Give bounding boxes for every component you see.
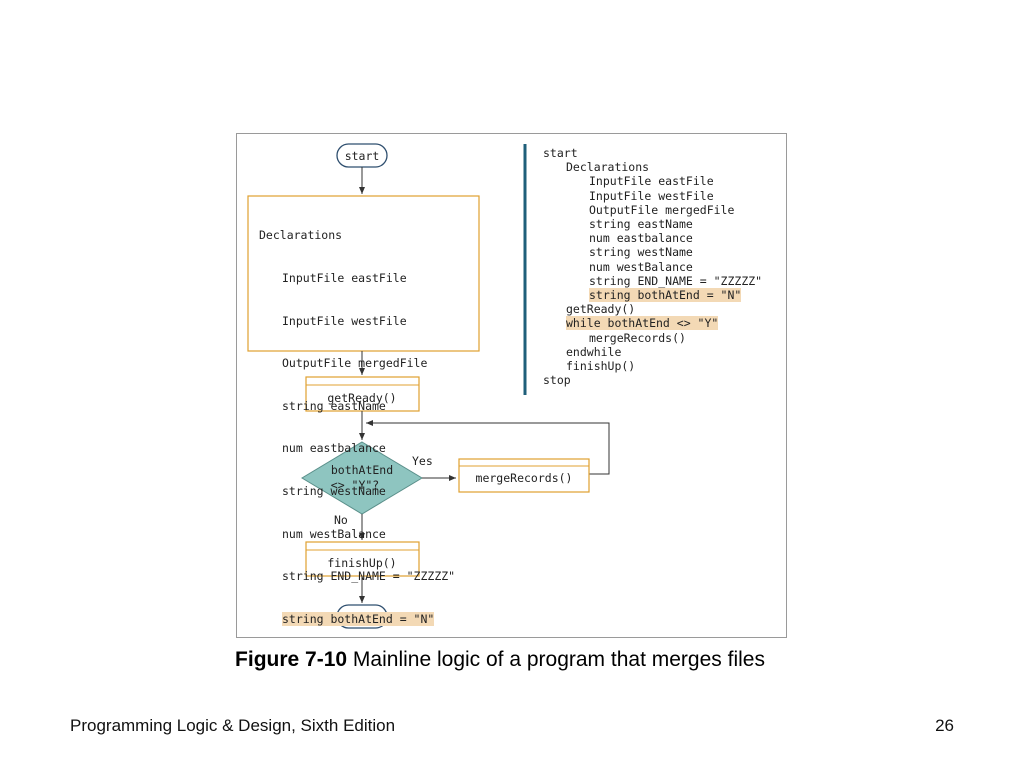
- declaration-line: num westBalance: [282, 526, 386, 541]
- pseudocode-text-highlighted: string bothAtEnd = "N": [589, 288, 742, 303]
- pseudocode-text: endwhile: [566, 344, 622, 359]
- declarations-title: Declarations: [259, 228, 343, 243]
- pseudocode-line: num westBalance: [543, 260, 762, 274]
- declaration-line: string END_NAME = "ZZZZZ": [282, 569, 456, 584]
- figure-caption: Figure 7-10 Mainline logic of a program …: [0, 648, 1000, 672]
- declaration-line: InputFile westFile: [282, 313, 407, 328]
- pseudocode-line: mergeRecords(): [543, 331, 762, 345]
- pseudocode-line: InputFile eastFile: [543, 174, 762, 188]
- pseudocode-text: InputFile westFile: [589, 188, 714, 203]
- decision-line2: <> "Y"?: [331, 478, 379, 492]
- merge-records-label: mergeRecords(): [476, 471, 573, 485]
- declaration-line: num eastbalance: [282, 441, 386, 456]
- pseudocode-text: InputFile eastFile: [589, 174, 714, 189]
- pseudocode-text: string END_NAME = "ZZZZZ": [589, 273, 763, 288]
- declaration-line: string westName: [282, 484, 386, 499]
- pseudocode-line: stop: [543, 373, 762, 387]
- pseudocode-line: finishUp(): [543, 359, 762, 373]
- pseudocode-line: string bothAtEnd = "N": [543, 288, 762, 303]
- yes-label: Yes: [412, 454, 433, 468]
- pseudocode-text: num westBalance: [589, 259, 693, 274]
- pseudocode-line: endwhile: [543, 345, 762, 359]
- pseudocode-line: string eastName: [543, 217, 762, 231]
- pseudocode-text: stop: [543, 373, 571, 388]
- pseudocode-text: Declarations: [566, 160, 650, 175]
- declaration-line: OutputFile mergedFile: [282, 356, 428, 371]
- start-label: start: [345, 149, 380, 163]
- pseudocode-line: start: [543, 146, 762, 160]
- decision-line1: bothAtEnd: [331, 463, 393, 477]
- caption-label: Figure 7-10: [235, 648, 348, 671]
- get-ready-box: [305, 376, 420, 412]
- declaration-line: string eastName: [282, 398, 386, 413]
- footer-page-number: 26: [935, 716, 954, 735]
- caption-text: Mainline logic of a program that merges …: [347, 648, 765, 671]
- pseudocode-line: getReady(): [543, 302, 762, 316]
- declaration-line: InputFile eastFile: [282, 271, 407, 286]
- pseudocode-text: start: [543, 146, 578, 160]
- pseudocode-line: OutputFile mergedFile: [543, 203, 762, 217]
- pseudocode-line: num eastbalance: [543, 231, 762, 245]
- finish-up-label: finishUp(): [327, 556, 396, 570]
- pseudocode-text-highlighted: while bothAtEnd <> "Y": [566, 316, 719, 331]
- declarations-text: Declarations InputFile eastFile InputFil…: [259, 200, 455, 640]
- pseudocode-text: string westName: [589, 245, 693, 260]
- no-label: No: [334, 513, 348, 527]
- footer-book-title: Programming Logic & Design, Sixth Editio…: [70, 716, 396, 735]
- pseudocode-line: string END_NAME = "ZZZZZ": [543, 274, 762, 288]
- pseudocode-line: while bothAtEnd <> "Y": [543, 316, 762, 331]
- pseudocode-line: Declarations: [543, 160, 762, 174]
- pseudocode-text: OutputFile mergedFile: [589, 202, 735, 217]
- pseudocode-text: mergeRecords(): [589, 330, 686, 345]
- pseudocode-text: num eastbalance: [589, 231, 693, 246]
- pseudocode-line: string westName: [543, 245, 762, 259]
- merge-records-box: [458, 458, 590, 493]
- pseudocode-text: getReady(): [566, 302, 636, 317]
- declaration-line-highlighted: string bothAtEnd = "N": [282, 611, 435, 626]
- pseudocode-text: string eastName: [589, 217, 693, 232]
- declarations-box: [247, 195, 480, 352]
- pseudocode-text: finishUp(): [566, 359, 636, 374]
- get-ready-label: getReady(): [327, 391, 396, 405]
- pseudocode-line: InputFile westFile: [543, 189, 762, 203]
